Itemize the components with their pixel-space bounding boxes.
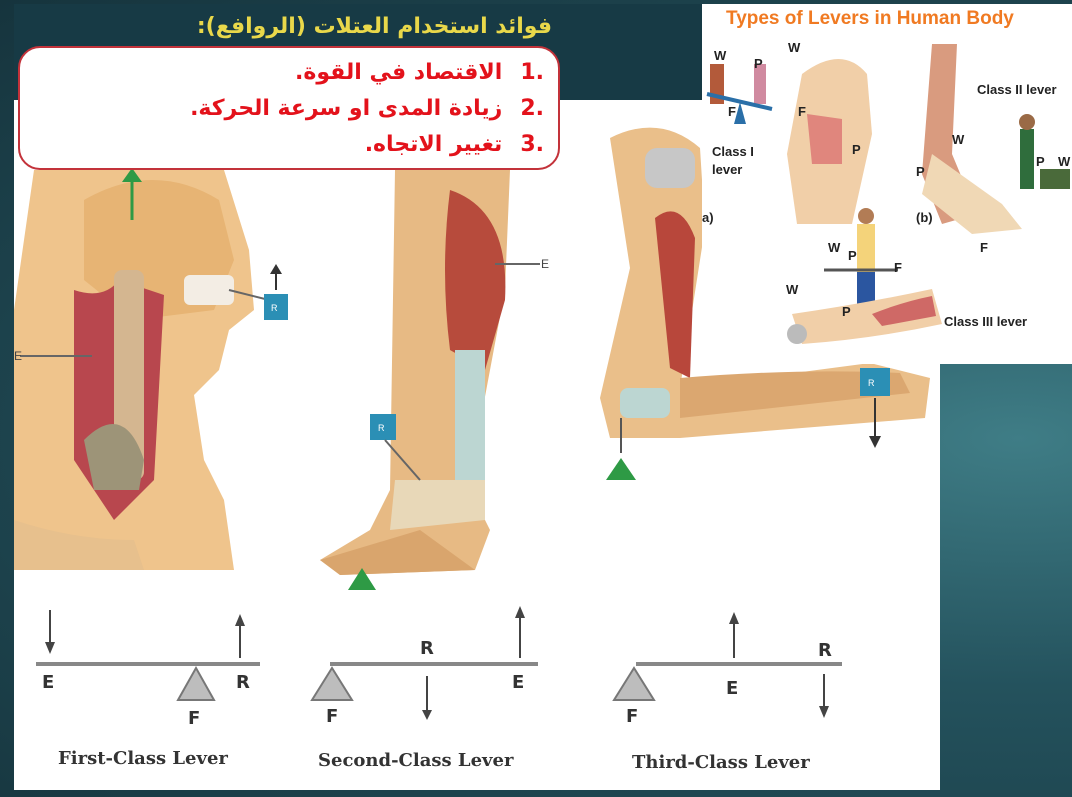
lever-fulcrum-label: F — [188, 708, 200, 729]
slide-title: فوائد استخدام العتلات (الروافع): — [197, 14, 552, 39]
svg-text:R: R — [868, 378, 875, 388]
benefits-list: .1 الاقتصاد في القوة. .2 زيادة المدى او سر… — [18, 46, 560, 170]
weight-label: W — [1058, 154, 1070, 169]
second-class-lever-diagram — [300, 600, 550, 720]
list-number: .2 — [520, 96, 544, 121]
head-effort-label: E — [14, 349, 22, 363]
weight-label: W — [788, 40, 800, 55]
fulcrum-label: F — [728, 104, 736, 119]
first-class-caption: First-Class Lever — [58, 748, 228, 769]
list-text: زيادة المدى او سرعة الحركة. — [190, 96, 502, 121]
class-3-label: Class III lever — [944, 314, 1027, 329]
lever-fulcrum-label: F — [626, 706, 638, 727]
panel-b-label: (b) — [916, 210, 933, 225]
svg-text:R: R — [271, 303, 278, 313]
power-label: P — [1036, 154, 1045, 169]
list-item: .1 الاقتصاد في القوة. — [295, 60, 544, 85]
weight-label: W — [786, 282, 798, 297]
power-label: P — [848, 248, 857, 263]
power-label: P — [842, 304, 851, 319]
leg-foot-illustration: E R — [300, 150, 560, 600]
fulcrum-label: F — [980, 240, 988, 255]
panel-a-label: a) — [702, 210, 714, 225]
list-item: .3 تغيير الاتجاه. — [365, 132, 544, 157]
list-text: الاقتصاد في القوة. — [295, 60, 502, 85]
power-label: P — [852, 142, 861, 157]
weight-label: W — [714, 48, 726, 63]
power-label: P — [916, 164, 925, 179]
lever-resistance-label: R — [420, 638, 434, 659]
weight-label: W — [828, 240, 840, 255]
first-class-lever-diagram — [30, 600, 270, 720]
inset-title: Types of Levers in Human Body — [726, 8, 1014, 30]
class-2-label: Class II lever — [977, 82, 1057, 97]
lever-resistance-label: R — [236, 672, 250, 693]
svg-text:R: R — [378, 423, 385, 433]
class-1-label: Class I — [712, 144, 754, 159]
lever-fulcrum-label: F — [326, 706, 338, 727]
lever-resistance-label: R — [818, 640, 832, 661]
lever-effort-label: E — [42, 672, 54, 693]
list-number: .1 — [520, 60, 544, 85]
list-number: .3 — [520, 132, 544, 157]
list-text: تغيير الاتجاه. — [365, 132, 503, 157]
weight-label: W — [952, 132, 964, 147]
svg-text:E: E — [541, 257, 549, 271]
list-item: .2 زيادة المدى او سرعة الحركة. — [190, 96, 544, 121]
fulcrum-label: F — [798, 104, 806, 119]
class-1-label: lever — [712, 162, 742, 177]
second-class-caption: Second-Class Lever — [318, 750, 513, 771]
lever-types-inset: Types of Levers in Human Body W P F W F … — [702, 4, 1072, 364]
head-neck-illustration: E — [14, 160, 274, 580]
head-resistance-marker: R — [258, 262, 294, 324]
lever-effort-label: E — [512, 672, 524, 693]
fulcrum-label: F — [894, 260, 902, 275]
lever-effort-label: E — [726, 678, 738, 699]
power-label: P — [754, 56, 763, 71]
third-class-caption: Third-Class Lever — [632, 752, 810, 773]
